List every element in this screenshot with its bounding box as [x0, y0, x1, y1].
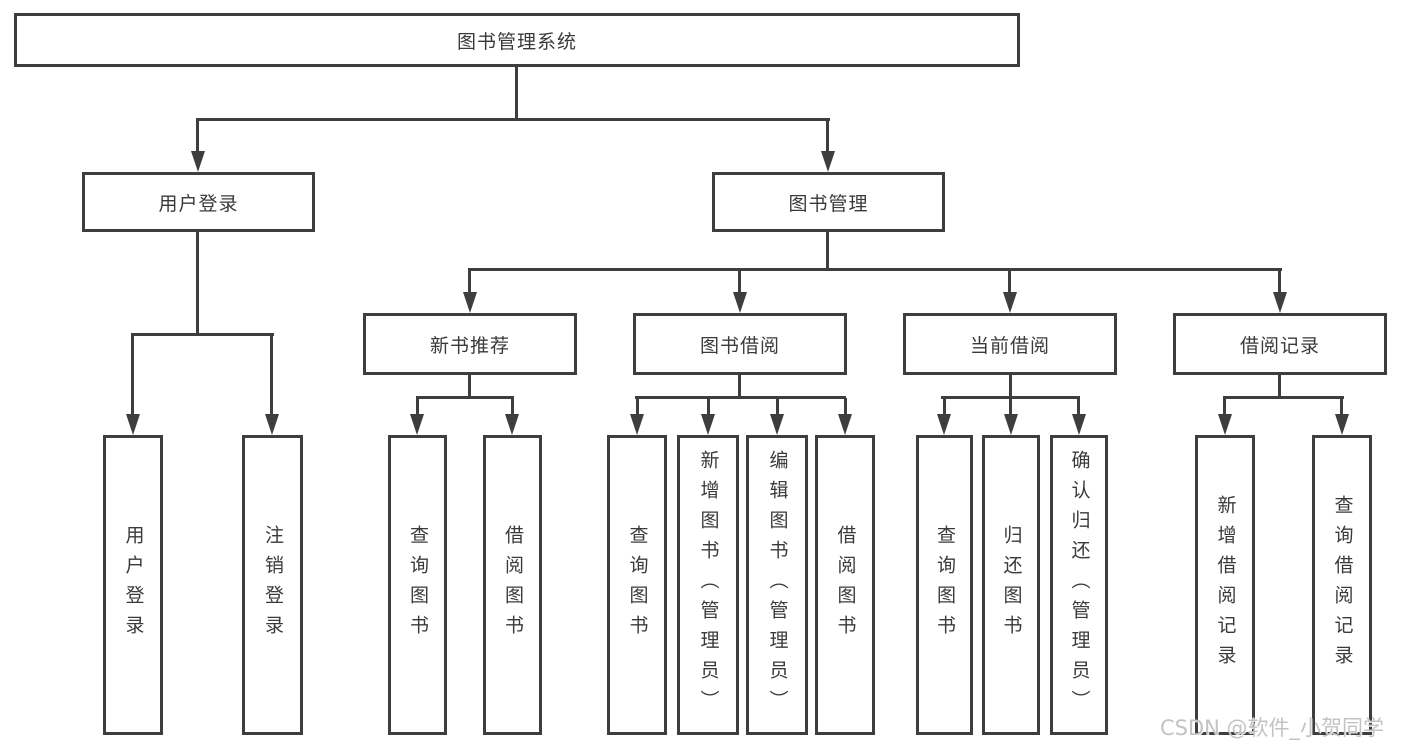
connector-line [1340, 398, 1343, 418]
connector-line [844, 398, 847, 418]
csdn-watermark: CSDN @软件_小贺同学 [1160, 716, 1385, 740]
connector-line [826, 232, 829, 270]
leaf-user-login: 用户登录 [103, 435, 163, 735]
arrowhead [1335, 414, 1349, 435]
leaf-label: 查询图书 [626, 525, 649, 645]
connector-line [131, 335, 134, 419]
arrowhead [1072, 414, 1086, 435]
connector-line [1223, 396, 1344, 399]
leaf-query-books-borrowing: 查询图书 [607, 435, 667, 735]
arrowhead [701, 414, 715, 435]
leaf-label: 归还图书 [1000, 525, 1023, 645]
connector-line [738, 375, 741, 398]
connector-line [1278, 375, 1281, 398]
arrowhead [838, 414, 852, 435]
leaf-label: 查询图书 [934, 525, 956, 645]
connector-line [468, 268, 1282, 271]
arrowhead [733, 292, 747, 313]
connector-line [1223, 398, 1226, 418]
connector-line [636, 398, 639, 418]
node-library-management-system: 图书管理系统 [14, 13, 1020, 67]
leaf-label: 编辑图书（管理员） [766, 450, 789, 720]
arrowhead [1273, 292, 1287, 313]
leaf-borrow-books-recommend: 借阅图书 [483, 435, 542, 735]
leaf-confirm-return-admin: 确认归还（管理员） [1050, 435, 1108, 735]
leaf-borrow-books-borrowing: 借阅图书 [815, 435, 875, 735]
leaf-query-borrow-record: 查询借阅记录 [1312, 435, 1372, 735]
connector-line [131, 333, 274, 336]
leaf-label: 查询借阅记录 [1331, 495, 1354, 675]
leaf-logout: 注销登录 [242, 435, 303, 735]
arrowhead [463, 292, 477, 313]
arrowhead [191, 151, 205, 172]
leaf-label: 新增借阅记录 [1214, 495, 1237, 675]
node-borrowing-records: 借阅记录 [1173, 313, 1387, 375]
connector-line [1009, 375, 1012, 398]
connector-line [468, 270, 471, 298]
leaf-label: 借阅图书 [834, 525, 857, 645]
leaf-label: 新增图书（管理员） [697, 450, 720, 720]
arrowhead [265, 414, 279, 435]
connector-line [1278, 270, 1281, 298]
arrowhead [770, 414, 784, 435]
connector-line [196, 118, 830, 121]
connector-line [941, 396, 1080, 399]
arrowhead [1004, 414, 1018, 435]
leaf-label: 借阅图书 [502, 525, 524, 645]
connector-line [707, 398, 710, 418]
connector-line [1077, 398, 1080, 418]
arrowhead [505, 414, 519, 435]
leaf-label: 用户登录 [122, 525, 145, 645]
arrowhead [410, 414, 424, 435]
connector-line [635, 396, 846, 399]
connector-line [416, 398, 419, 418]
connector-line [270, 335, 273, 419]
leaf-add-borrow-record: 新增借阅记录 [1195, 435, 1255, 735]
node-current-borrowing: 当前借阅 [903, 313, 1117, 375]
leaf-query-books-current: 查询图书 [916, 435, 973, 735]
leaf-return-books: 归还图书 [982, 435, 1040, 735]
connector-line [826, 120, 829, 156]
connector-line [196, 120, 199, 156]
arrowhead [126, 414, 140, 435]
connector-line [416, 396, 514, 399]
arrowhead [821, 151, 835, 172]
connector-line [776, 398, 779, 418]
leaf-add-books-admin: 新增图书（管理员） [677, 435, 739, 735]
arrowhead [630, 414, 644, 435]
leaf-query-books-recommend: 查询图书 [388, 435, 447, 735]
connector-line [1009, 398, 1012, 418]
connector-line [468, 375, 471, 398]
connector-line [515, 67, 518, 120]
node-new-book-recommendation: 新书推荐 [363, 313, 577, 375]
leaf-label: 查询图书 [407, 525, 429, 645]
node-book-borrowing: 图书借阅 [633, 313, 847, 375]
connector-line [511, 398, 514, 418]
leaf-edit-books-admin: 编辑图书（管理员） [746, 435, 808, 735]
arrowhead [1003, 292, 1017, 313]
arrowhead [1218, 414, 1232, 435]
arrowhead [937, 414, 951, 435]
connector-line [1008, 270, 1011, 298]
connector-line [196, 232, 199, 335]
leaf-label: 确认归还（管理员） [1068, 450, 1091, 720]
connector-line [943, 398, 946, 418]
node-book-management: 图书管理 [712, 172, 945, 232]
connector-line [738, 270, 741, 298]
leaf-label: 注销登录 [262, 525, 284, 645]
node-user-login: 用户登录 [82, 172, 315, 232]
